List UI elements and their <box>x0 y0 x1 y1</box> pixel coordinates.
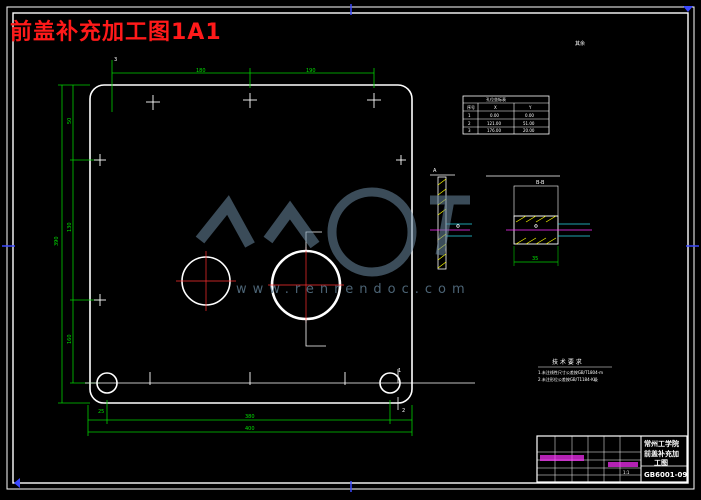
title-block <box>536 435 688 483</box>
coord-row-0-x: 0.00 <box>490 113 499 118</box>
section-view-right <box>486 175 592 266</box>
title-block-part-name-2: 工图 <box>654 458 668 467</box>
fit-symbol-left: Φ <box>456 224 460 230</box>
title-block-part-name: 前盖补充加 <box>644 449 679 458</box>
coord-table-header-2: Y <box>528 105 532 110</box>
coord-table-title: 孔位坐标表 <box>486 96 506 102</box>
drawing-title: 前盖补充加工图1A1 <box>10 20 222 45</box>
watermark-graphic <box>195 187 470 277</box>
coord-row-0-y: 0.00 <box>525 113 534 118</box>
dim-left-seg-1: 50 <box>67 118 73 124</box>
dim-bottom-inner: 380 <box>245 414 255 420</box>
top-dimensions <box>111 60 375 112</box>
fit-symbol-right: Φ <box>534 224 538 230</box>
dim-bottom-outer: 400 <box>245 426 255 432</box>
coord-row-1-x: 121.00 <box>487 121 501 126</box>
svg-text:2: 2 <box>402 408 405 414</box>
hole-crosshairs <box>94 93 406 385</box>
dim-bottom-left-small: 25 <box>98 409 104 415</box>
title-block-scale: 1:1 <box>623 470 630 475</box>
coord-row-2-y: 20.00 <box>523 128 535 133</box>
coord-row-2-x: 176.00 <box>487 128 501 133</box>
dim-left-seg-3: 160 <box>67 334 73 344</box>
section-label-right: B-B <box>536 180 545 186</box>
coord-table-header-0: 序号 <box>467 104 475 110</box>
dim-top-right: 190 <box>306 68 316 74</box>
watermark-url: www.renrendoc.com <box>236 282 471 297</box>
dim-top-left: 180 <box>196 68 206 74</box>
tech-req-item-2: 2.未注形位公差按GB/T1184-K级 <box>538 376 598 382</box>
section-label-left: A <box>433 168 437 174</box>
title-block-drawing-no: GB6001-09 <box>644 471 687 479</box>
svg-text:1: 1 <box>398 368 401 374</box>
coord-table <box>462 95 550 135</box>
outer-frame <box>6 6 695 490</box>
hole-centerlines <box>176 247 344 323</box>
coord-row-0-id: 1 <box>468 113 471 118</box>
dim-left-seg-2: 130 <box>67 222 73 232</box>
bottom-dimensions <box>87 400 413 436</box>
svg-text:3: 3 <box>114 57 117 63</box>
tech-req-heading: 技 术 要 求 <box>552 358 582 366</box>
centering-markers <box>2 4 699 492</box>
dim-left-overall: 390 <box>54 236 60 246</box>
roughness-note: 其余 <box>575 40 585 47</box>
tech-req-item-1: 1.未注线性尺寸公差按GB/T1804-m <box>538 369 603 375</box>
title-block-school: 常州工学院 <box>644 439 679 448</box>
coord-table-header-1: X <box>494 105 497 110</box>
coord-row-2-id: 3 <box>468 128 471 133</box>
left-dimensions <box>58 84 100 404</box>
section-view-left <box>430 174 472 270</box>
coord-row-1-y: 51.00 <box>523 121 535 126</box>
coord-row-1-id: 2 <box>468 121 471 126</box>
inner-frame <box>12 12 689 484</box>
section-dim: 35 <box>532 256 538 262</box>
corner-markers <box>14 6 693 488</box>
